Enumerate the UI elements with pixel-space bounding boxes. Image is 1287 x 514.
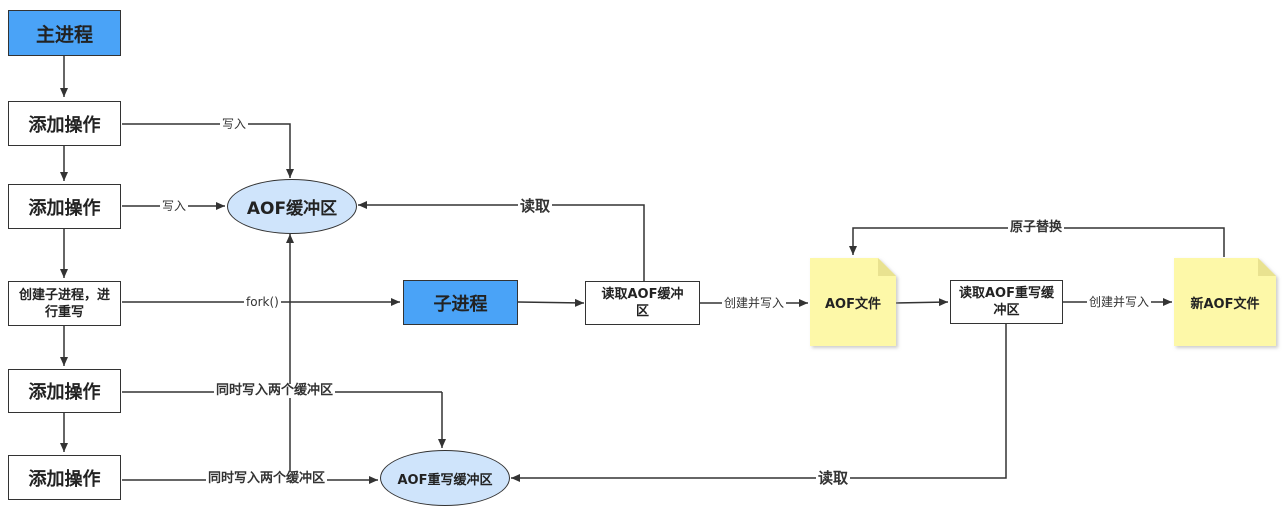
- edge-label-dual-write-2: 同时写入两个缓冲区: [206, 471, 328, 486]
- aof-file-shape: [810, 258, 896, 346]
- edge-label-write-2: 写入: [160, 199, 189, 213]
- new-aof-file-node: 新AOF文件: [1190, 296, 1260, 312]
- aof-file-node: AOF文件: [825, 296, 881, 312]
- edge-label-read-bottom: 读取: [816, 469, 851, 487]
- edge-label-write-1: 写入: [220, 117, 249, 131]
- edge-label-read-top: 读取: [518, 197, 553, 215]
- add-operation-node-1: 添加操作: [8, 101, 121, 146]
- read-aof-buffer-node: 读取AOF缓冲区: [585, 281, 700, 325]
- edge-read-bottom: [511, 324, 1007, 482]
- child-process-node: 子进程: [403, 280, 518, 325]
- fork-step-node: 创建子进程，进行重写: [8, 281, 121, 326]
- add-operation-node-4: 添加操作: [8, 455, 121, 500]
- add-operation-node-2: 添加操作: [8, 184, 121, 229]
- add-operation-node-3: 添加操作: [8, 369, 121, 413]
- edge-label-create-write-2: 创建并写入: [1087, 295, 1152, 309]
- read-rewrite-buffer-node: 读取AOF重写缓冲区: [950, 280, 1063, 324]
- main-process-node: 主进程: [8, 10, 121, 56]
- edge-read-top: [358, 201, 645, 281]
- aof-buffer-node: AOF缓冲区: [227, 179, 357, 234]
- edge-label-dual-write-1: 同时写入两个缓冲区: [214, 383, 336, 398]
- edge-label-fork: fork(): [244, 295, 281, 309]
- edge-file-to-readrw: [894, 298, 949, 307]
- edge-label-atomic-replace: 原子替换: [1008, 220, 1065, 235]
- rewrite-buffer-node: AOF重写缓冲区: [380, 450, 510, 506]
- new-aof-file-shape: [1174, 258, 1276, 346]
- edge-label-create-write-1: 创建并写入: [722, 296, 787, 310]
- edge-child-to-read: [517, 298, 585, 307]
- edge-add1-write: [122, 123, 294, 178]
